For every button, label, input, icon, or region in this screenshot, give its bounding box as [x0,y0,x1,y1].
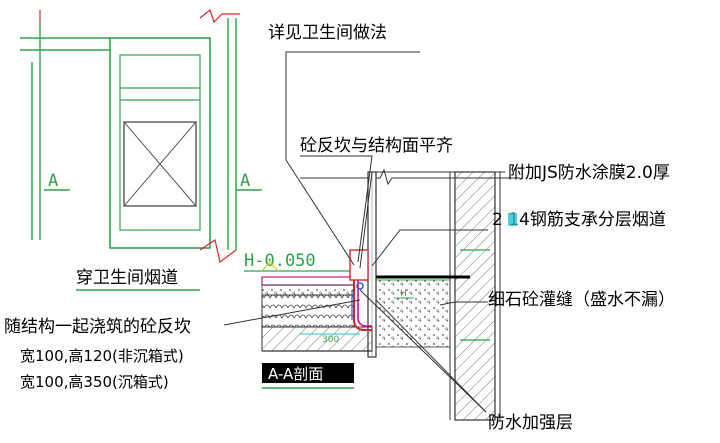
grout-fill [375,276,451,348]
curb-flush-label: 砼反坎与结构面平齐 [300,136,453,156]
waterproof-reinforce-label: 防水加强层 [488,413,573,433]
rebar-symbol [508,213,517,226]
rebar-support-label: 2 14钢筋支承分层烟道 [492,210,666,230]
flue-shaft-outline [109,37,211,249]
ref-note-label: 详见卫生间做法 [268,23,387,43]
js-membrane-label: 附加JS防水涂膜2.0厚 [508,163,670,183]
structural-slab [261,326,373,352]
curb-cast-label: 随结构一起浇筑的砼反坎 [4,317,191,337]
break-mark-top [199,8,240,24]
section-view: 300 H H-0.050 A-A剖面 [244,168,520,421]
section-title: A-A剖面 [268,365,323,383]
section-mark-left: A [48,171,58,191]
section-title-box [262,363,354,383]
concrete-curb [349,249,369,281]
elevation-label: H-0.050 [244,251,316,271]
plan-view: A A [20,8,262,264]
fine-concrete-label: 细石砼灌缝（盛水不漏） [488,290,675,310]
size-no-sink-label: 宽100,高120(非沉箱式) [20,347,184,365]
dim-300: 300 [322,335,339,345]
level-h: H [400,289,407,299]
leader-lines [223,51,505,413]
flue-opening [123,121,197,207]
section-mark-right: A [240,171,250,191]
flue-through-label: 穿卫生间烟道 [76,268,178,288]
size-sink-label: 宽100,高350(沉箱式) [20,373,169,391]
cushion-layer [261,294,355,328]
break-mark-bottom [199,239,237,264]
